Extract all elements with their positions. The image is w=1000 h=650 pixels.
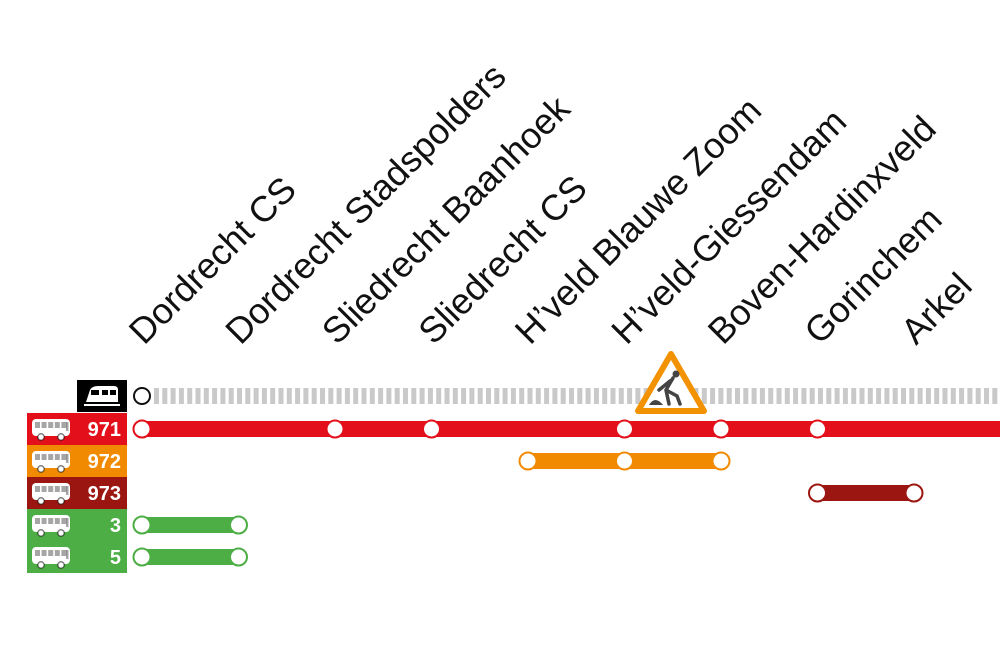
route-legend: 971 972 973 3 5 (27, 380, 127, 573)
stop-marker (518, 451, 538, 471)
bus-icon (32, 451, 70, 473)
stop-marker (132, 547, 152, 567)
bus-icon (32, 547, 70, 569)
overlay (635, 351, 707, 414)
route-972-badge: 972 (27, 445, 127, 477)
stop-marker (808, 483, 827, 503)
stop-marker (132, 419, 152, 439)
train-badge (77, 380, 127, 412)
route-number: 5 (110, 547, 121, 569)
route-number: 3 (110, 515, 121, 537)
bus-routes (132, 419, 1000, 567)
stop-marker (132, 515, 152, 535)
route-number: 973 (88, 483, 121, 505)
roadwork-warning-icon (635, 351, 707, 414)
stop-marker (904, 483, 924, 503)
route-number: 972 (88, 451, 121, 473)
train-icon (84, 386, 120, 406)
route-973-badge: 973 (27, 477, 127, 509)
bus-icon (32, 515, 70, 537)
station-label: Dordrecht CS (121, 168, 304, 351)
route-5-badge: 5 (27, 541, 127, 573)
stop-marker (229, 547, 248, 567)
stop-marker (422, 419, 441, 439)
stop-marker (325, 419, 345, 439)
stop-marker (615, 419, 634, 439)
rail-line (133, 387, 998, 405)
bus-icon (32, 483, 70, 505)
station-label: Sliedrecht CS (410, 167, 595, 352)
stop-marker (711, 419, 731, 439)
bus-icon (32, 419, 70, 441)
route-971-badge: 971 (27, 413, 127, 445)
stop-marker (808, 419, 827, 439)
stop-marker (615, 451, 634, 471)
route-number: 971 (88, 419, 121, 441)
stop-marker (711, 451, 731, 471)
station-label: Arkel (893, 265, 980, 352)
rail-stop (133, 387, 151, 405)
stop-marker (229, 515, 248, 535)
route-3-badge: 3 (27, 509, 127, 541)
